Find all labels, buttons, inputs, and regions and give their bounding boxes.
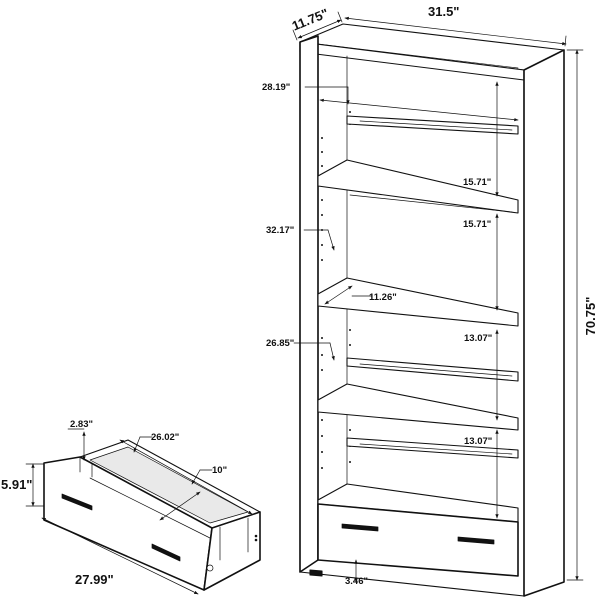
drawer-handle-right [457,536,495,545]
loose-drawer-right-side [203,511,261,591]
label-middle-section-height: 26.85" [266,338,294,349]
bookcase-outline [299,23,565,597]
label-drawer-inner-depth: 10" [212,465,227,476]
label-drawer-width: 27.99" [75,572,114,587]
label-bookcase-height: 70.75" [583,297,598,336]
label-drawer-side-thickness: 2.83" [70,419,93,430]
label-fourth-shelf-gap: 13.07" [464,436,492,447]
label-drawer-height: 5.91" [1,477,32,492]
label-bookcase-width: 31.5" [428,4,459,19]
bookcase-drawer-front [317,503,519,577]
label-second-shelf-gap: 15.71" [463,219,491,230]
loose-drawer [43,439,261,591]
label-shelf-depth: 11.26" [369,292,397,303]
bookcase-left-side-panel [299,35,319,573]
label-upper-section-height: 32.17" [266,225,294,236]
shelves [317,115,519,459]
loose-drawer-handle-left [61,493,93,511]
label-drawer-inner-width: 26.02" [151,432,179,443]
shelf-1 [346,115,519,135]
left-front-foot [309,569,323,577]
label-foot-height: 3.46" [345,576,368,587]
drawer-dimension-lines [25,428,253,595]
shelf-5 [317,383,519,431]
shelf-6 [346,437,519,459]
label-bookcase-depth: 11.75" [290,5,331,33]
bookcase-drawer [317,483,519,577]
label-top-shelf-gap: 15.71" [463,177,491,188]
shelf-4 [346,357,519,382]
bookcase-right-side-panel [523,49,565,597]
shelf-3 [317,277,519,327]
label-third-shelf-gap: 13.07" [464,333,492,344]
shelf-2 [317,159,519,214]
drawer-handle-left [341,523,379,532]
bookcase-dimension-lines [292,11,584,583]
label-inner-width: 28.19" [262,82,290,93]
